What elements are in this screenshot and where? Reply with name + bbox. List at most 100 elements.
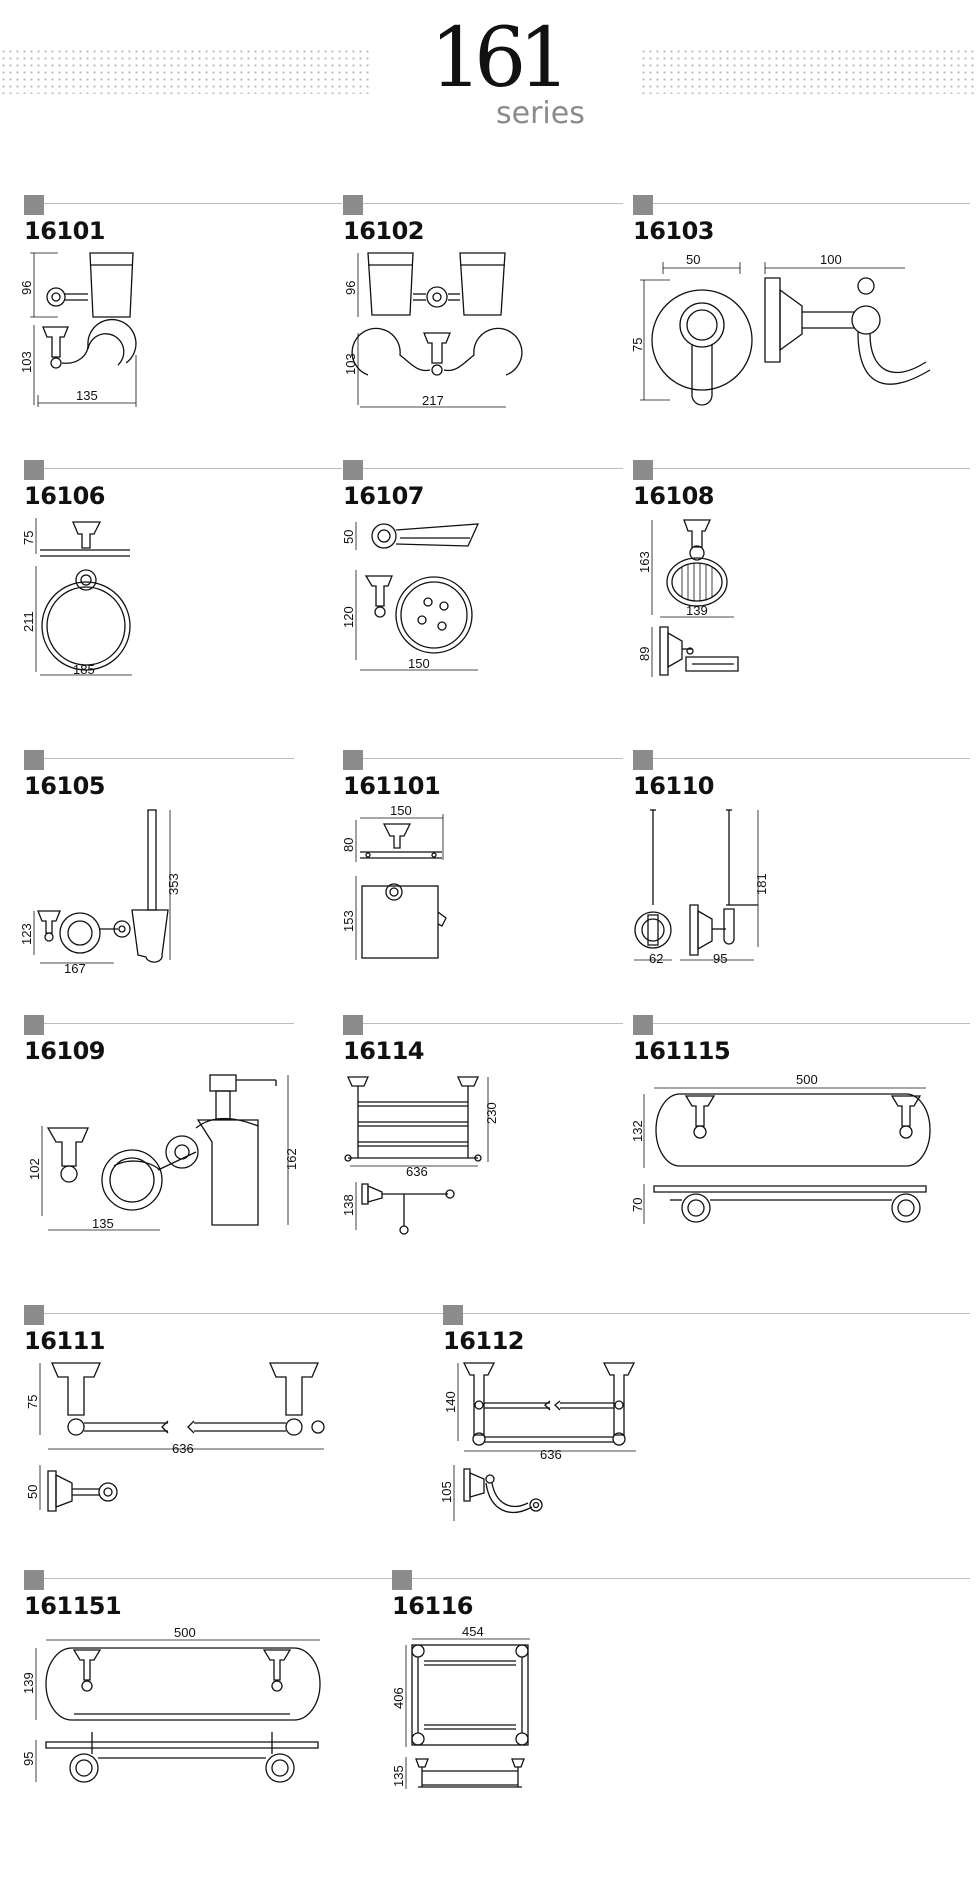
dimension-width: 139 bbox=[686, 603, 708, 618]
section-divider bbox=[44, 203, 342, 204]
section-marker bbox=[24, 460, 44, 480]
dimension-width: 454 bbox=[462, 1624, 484, 1639]
dimension-height: 135 bbox=[391, 1765, 406, 1787]
product-code: 16103 bbox=[633, 217, 715, 245]
product-code: 16112 bbox=[443, 1327, 525, 1355]
dimension-width: 135 bbox=[76, 388, 98, 403]
section-16111: 16111 bbox=[24, 1305, 444, 1355]
product-code: 16114 bbox=[343, 1037, 425, 1065]
header-dot-pattern-left bbox=[0, 48, 370, 94]
section-marker bbox=[343, 1015, 363, 1035]
dimension-height: 70 bbox=[630, 1198, 645, 1212]
section-divider bbox=[653, 203, 970, 204]
drawing-16101: 96 103 135 bbox=[19, 252, 137, 407]
dimension-depth: 75 bbox=[21, 531, 36, 545]
dimension-depth: 123 bbox=[19, 923, 34, 945]
drawing-16103: 50 75 100 bbox=[630, 252, 931, 406]
section-marker bbox=[392, 1570, 412, 1590]
section-16103: 16103 bbox=[633, 195, 970, 245]
drawing-16112: 140 636 105 bbox=[439, 1362, 636, 1521]
product-code: 16107 bbox=[343, 482, 425, 510]
dimension-height: 353 bbox=[166, 873, 181, 895]
product-code: 16109 bbox=[24, 1037, 106, 1065]
section-16110: 16110 bbox=[633, 750, 970, 800]
section-16106: 16106 bbox=[24, 460, 342, 510]
section-16101: 16101 bbox=[24, 195, 342, 245]
section-marker bbox=[633, 1015, 653, 1035]
product-code: 16105 bbox=[24, 772, 106, 800]
dimension-height: 120 bbox=[341, 606, 356, 628]
section-divider bbox=[44, 468, 342, 469]
section-16107: 16107 bbox=[343, 460, 623, 510]
section-divider bbox=[44, 758, 294, 759]
dimension-depth: 80 bbox=[341, 838, 356, 852]
section-divider bbox=[412, 1578, 970, 1579]
series-number: 161 bbox=[430, 11, 571, 106]
section-divider bbox=[463, 1313, 970, 1314]
dimension-width: 500 bbox=[174, 1625, 196, 1640]
dimension-depth: 132 bbox=[630, 1120, 645, 1142]
section-divider bbox=[363, 758, 623, 759]
section-16105: 16105 bbox=[24, 750, 294, 800]
dimension-width: 167 bbox=[64, 961, 86, 976]
section-divider bbox=[44, 1023, 294, 1024]
section-marker bbox=[633, 195, 653, 215]
section-divider bbox=[363, 203, 623, 204]
dimension-depth: 139 bbox=[21, 1672, 36, 1694]
dimension-width: 636 bbox=[540, 1447, 562, 1462]
section-divider bbox=[363, 1023, 623, 1024]
drawing-16107: 50 120 150 bbox=[341, 522, 480, 671]
drawing-16102: 96 103 217 bbox=[343, 252, 523, 408]
section-16112: 16112 bbox=[443, 1305, 970, 1355]
dimension-height: 211 bbox=[21, 611, 36, 632]
drawing-16114: 230 636 138 bbox=[341, 1076, 499, 1235]
dimension-width: 217 bbox=[422, 393, 444, 408]
section-marker bbox=[24, 195, 44, 215]
section-16102: 16102 bbox=[343, 195, 623, 245]
dimension-height: 181 bbox=[754, 873, 769, 895]
dimension-depth: 406 bbox=[391, 1687, 406, 1709]
dimension-depth: 89 bbox=[637, 647, 652, 661]
section-divider bbox=[653, 1023, 970, 1024]
section-marker bbox=[343, 750, 363, 770]
section-marker bbox=[343, 460, 363, 480]
dimension-depth: 103 bbox=[19, 351, 34, 373]
dimension-depth: 103 bbox=[343, 353, 358, 375]
product-code: 16116 bbox=[392, 1592, 474, 1620]
section-16114: 16114 bbox=[343, 1015, 623, 1065]
dimension-depth: 95 bbox=[713, 951, 727, 966]
dimension-depth: 102 bbox=[27, 1158, 42, 1180]
product-code: 161115 bbox=[633, 1037, 731, 1065]
product-code: 161151 bbox=[24, 1592, 122, 1620]
dimension-height: 163 bbox=[637, 551, 652, 573]
dimension-depth: 138 bbox=[341, 1194, 356, 1216]
dimension-width: 150 bbox=[390, 803, 412, 818]
dimension-height: 96 bbox=[343, 281, 358, 295]
dimension-width: 185 bbox=[73, 662, 95, 677]
section-divider bbox=[44, 1313, 444, 1314]
drawing-16111: 75 636 50 bbox=[25, 1362, 325, 1512]
drawing-16108: 163 139 89 bbox=[637, 519, 739, 677]
dimension-width: 50 bbox=[686, 252, 700, 267]
section-marker bbox=[443, 1305, 463, 1325]
product-code: 16106 bbox=[24, 482, 106, 510]
dimension-height: 153 bbox=[341, 910, 356, 932]
section-16116: 16116 bbox=[392, 1570, 970, 1620]
drawing-16110: 181 62 95 bbox=[634, 809, 769, 966]
dimension-width: 500 bbox=[796, 1072, 818, 1087]
section-marker bbox=[24, 1015, 44, 1035]
product-code: 16101 bbox=[24, 217, 106, 245]
dimension-height: 96 bbox=[19, 281, 34, 295]
section-divider bbox=[653, 758, 970, 759]
series-label: series bbox=[496, 96, 585, 131]
dimension-height: 162 bbox=[284, 1148, 299, 1170]
section-marker bbox=[24, 750, 44, 770]
dimension-depth: 140 bbox=[443, 1391, 458, 1413]
section-161151: 161151 bbox=[24, 1570, 394, 1620]
dimension-depth: 50 bbox=[341, 530, 356, 544]
dimension-height: 230 bbox=[484, 1102, 499, 1124]
product-code: 16108 bbox=[633, 482, 715, 510]
header-dot-pattern-right bbox=[640, 48, 975, 94]
dimension-width: 62 bbox=[649, 951, 663, 966]
dimension-depth: 75 bbox=[25, 1395, 40, 1409]
